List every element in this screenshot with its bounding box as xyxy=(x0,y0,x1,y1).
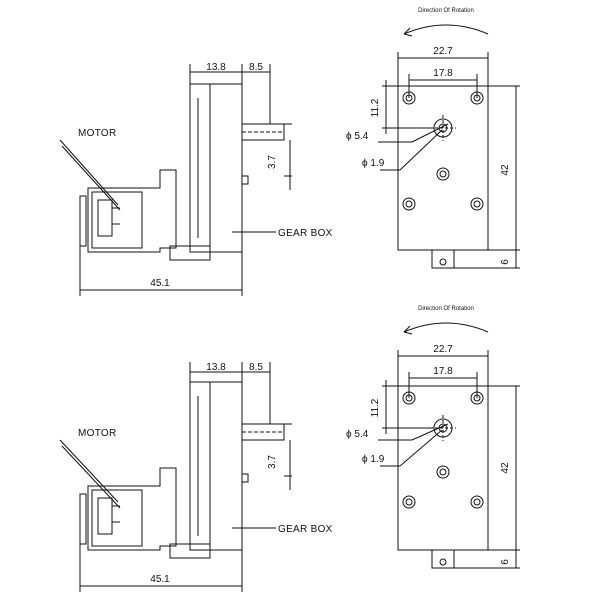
dim-width-outer: 22.7 xyxy=(433,46,453,57)
dim-side-a: 13.8 xyxy=(206,362,226,373)
dim-shaft-dia: ϕ 5.4 xyxy=(346,429,369,440)
dim-top-offset: 11.2 xyxy=(370,398,381,417)
front-body xyxy=(397,385,489,551)
gearbox-label: GEAR BOX xyxy=(278,228,333,239)
front-view-upper: Direction Of Rotation 2 xyxy=(346,8,520,269)
gearbox-label: GEAR BOX xyxy=(278,524,333,535)
dim-overall-length: 45.1 xyxy=(150,278,170,289)
dim-side-b: 8.5 xyxy=(249,362,263,373)
dim-side-b: 8.5 xyxy=(249,62,263,73)
front-tab xyxy=(431,249,455,269)
dim-width-inner: 17.8 xyxy=(433,68,453,79)
motor-housing xyxy=(87,169,177,253)
dim-shaft-dia: ϕ 5.4 xyxy=(346,131,369,142)
rotation-arrow xyxy=(403,322,489,333)
motor-end-cap xyxy=(91,191,143,249)
motor-housing xyxy=(87,467,177,551)
motor-label: MOTOR xyxy=(78,128,117,139)
dim-tab: 6 xyxy=(500,259,511,265)
motor-label: MOTOR xyxy=(78,428,117,439)
dim-width-outer: 22.7 xyxy=(433,344,453,355)
dim-height: 42 xyxy=(500,462,511,474)
dim-height: 42 xyxy=(500,164,511,176)
dim-top-offset: 11.2 xyxy=(370,98,381,117)
side-view-lower: 13.8 8.5 3.7 45.1 MOTOR GEAR BOX xyxy=(59,362,333,592)
front-tab xyxy=(431,549,455,569)
direction-label: Direction Of Rotation xyxy=(418,306,474,312)
dim-hole-dia: ϕ 1.9 xyxy=(362,454,385,465)
mounting-holes xyxy=(402,91,484,211)
front-view-lower: Direction Of Rotation 22.7 xyxy=(346,306,520,569)
dim-width-inner: 17.8 xyxy=(433,366,453,377)
gearbox-plate xyxy=(189,83,211,253)
dim-shaft-flat: 3.7 xyxy=(267,455,278,469)
side-view-upper: 13.8 8.5 3.7 45.1 MOTOR GEAR BOX xyxy=(59,62,333,296)
lower-tab xyxy=(169,245,211,261)
dim-shaft-flat: 3.7 xyxy=(267,155,278,169)
lower-tab xyxy=(169,543,211,559)
motor-end-cap xyxy=(91,489,143,547)
dim-hole-dia: ϕ 1.9 xyxy=(362,158,385,169)
gearbox-plate xyxy=(189,381,211,551)
dim-overall-length: 45.1 xyxy=(150,574,170,585)
direction-label: Direction Of Rotation xyxy=(418,8,474,14)
upper-pair: 13.8 8.5 3.7 45.1 MOTOR GEAR BOX Directi… xyxy=(59,8,520,296)
mounting-holes xyxy=(402,391,484,509)
rotation-arrow xyxy=(403,24,489,35)
dim-side-a: 13.8 xyxy=(206,62,226,73)
dim-tab: 6 xyxy=(500,559,511,565)
lower-pair: 13.8 8.5 3.7 45.1 MOTOR GEAR BOX Directi… xyxy=(59,306,520,592)
